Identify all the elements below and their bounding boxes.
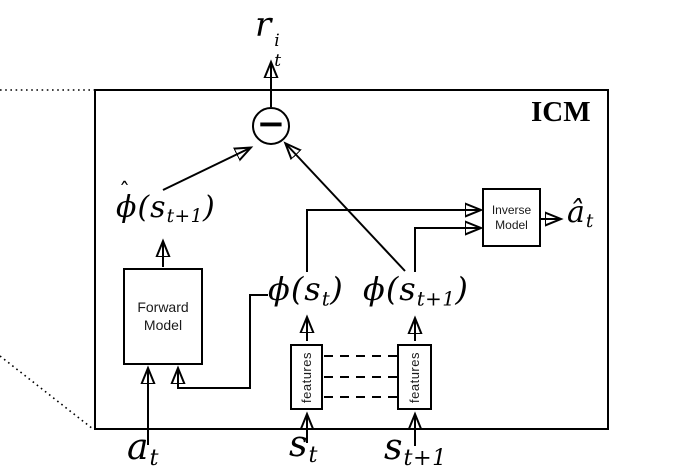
arrow-phihat-to-minus [162, 148, 250, 191]
inverse-model-label-line1: Inverse [491, 202, 532, 217]
icm-title: ICM [531, 96, 591, 128]
next-state-input-label: st+1 [384, 427, 447, 472]
inverse-model-label-line2: Model [495, 217, 528, 232]
inverse-model-box: Inverse Model [482, 188, 541, 247]
features-box-stnext: features [397, 344, 432, 410]
state-input-label: st [289, 424, 318, 469]
arrow-phinext-to-inverse-model [414, 228, 480, 272]
features-label: features [299, 351, 315, 403]
shared-features-dashed-links [324, 355, 397, 398]
arrow-phit-to-forward-model [178, 294, 268, 389]
features-label: features [407, 351, 423, 403]
phi-stnext-label: ϕ(st+1) [363, 270, 469, 311]
context-dotted-line-bottom [0, 355, 94, 430]
forward-model-box: Forward Model [123, 268, 203, 365]
action-input-label: at [127, 427, 159, 472]
phi-st-label: ϕ(st) [268, 270, 344, 311]
arrow-phit-to-inverse-model [306, 210, 480, 272]
forward-model-label-line2: Model [143, 316, 183, 333]
minus-sign: − [256, 104, 286, 144]
subtraction-node: − [252, 107, 290, 145]
forward-model-label-line1: Forward [137, 299, 189, 315]
predicted-action-label: ât [567, 195, 594, 233]
icm-module-frame [94, 89, 609, 430]
arrow-phinext-to-minus [286, 144, 406, 272]
features-box-st: features [290, 344, 323, 410]
